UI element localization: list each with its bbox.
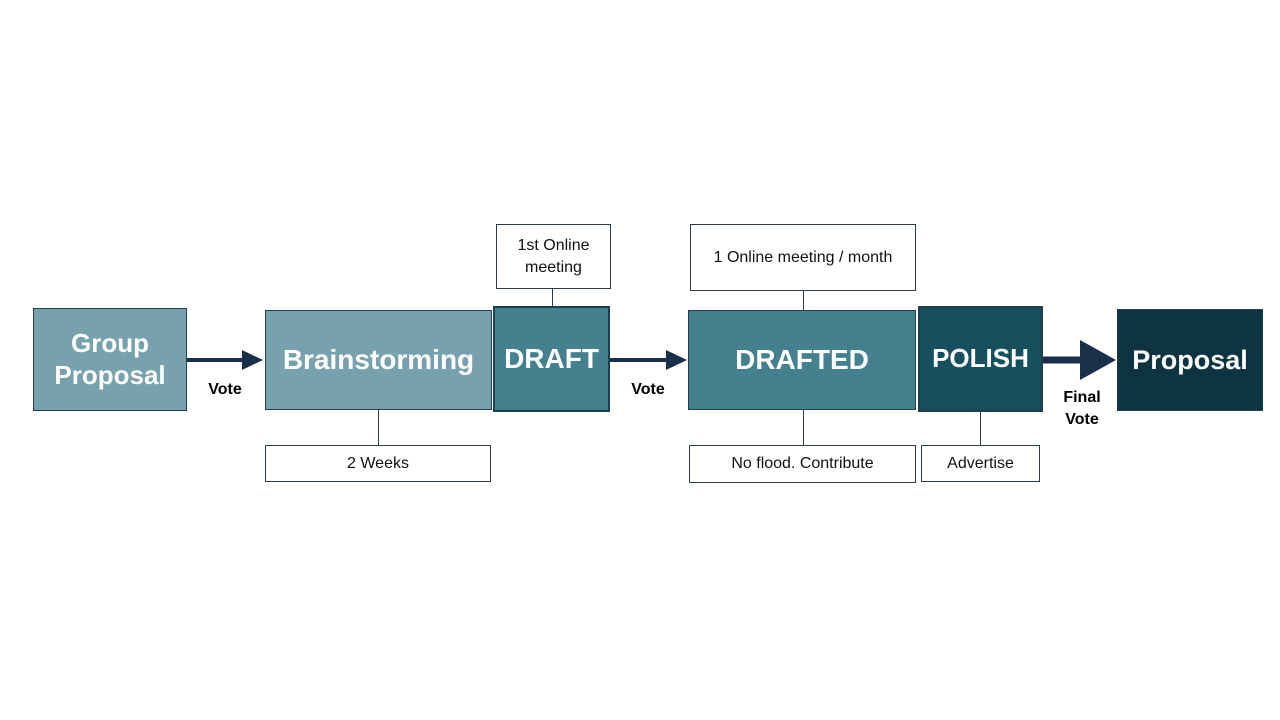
final-vote-label: Final Vote: [1063, 389, 1101, 428]
right-arrow-icon: [186, 348, 264, 377]
vote-label: Vote: [208, 381, 242, 398]
stage-group-proposal: Group Proposal: [33, 308, 187, 411]
right-arrow-icon: [609, 348, 688, 377]
note-advertise: Advertise: [921, 445, 1040, 482]
stage-drafted: DRAFTED: [688, 310, 916, 410]
note-first-online-meeting: 1st Online meeting: [496, 224, 611, 289]
stage-draft: DRAFT: [493, 306, 610, 412]
note-two-weeks: 2 Weeks: [265, 445, 491, 482]
right-arrow-large-icon: [1042, 338, 1117, 387]
connector-line: [980, 412, 981, 445]
note-online-meeting-month: 1 Online meeting / month: [690, 224, 916, 291]
note-no-flood: No flood. Contribute: [689, 445, 916, 483]
stage-polish: POLISH: [918, 306, 1043, 412]
stage-brainstorming: Brainstorming: [265, 310, 492, 410]
connector-line: [803, 410, 804, 445]
connector-line: [552, 289, 553, 306]
connector-line: [378, 410, 379, 445]
stage-proposal: Proposal: [1117, 309, 1263, 411]
connector-line: [803, 291, 804, 310]
vote-label: Vote: [631, 381, 665, 398]
